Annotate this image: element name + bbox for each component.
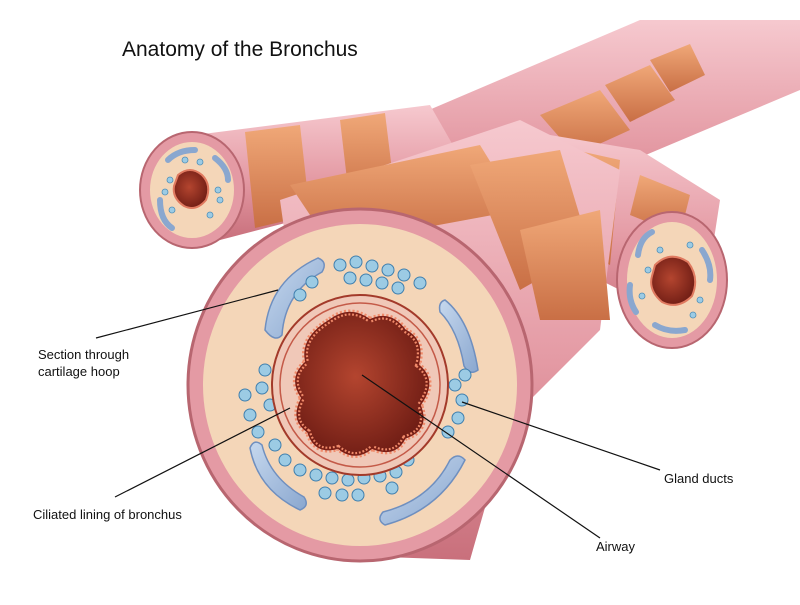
label-cartilage-line2: cartilage hoop (38, 364, 120, 379)
label-cartilage: Section through cartilage hoop (38, 346, 129, 380)
leader-lines (95, 289, 661, 539)
right-branch-cross-section (616, 211, 728, 349)
label-cartilage-line1: Section through (38, 347, 130, 362)
airway-lumen (293, 309, 432, 458)
left-branch-cross-section (139, 131, 245, 249)
label-ciliated: Ciliated lining of bronchus (33, 507, 182, 522)
label-airway: Airway (596, 539, 636, 554)
label-gland-ducts: Gland ducts (664, 471, 734, 486)
main-cross-section (186, 207, 534, 563)
page-title: Anatomy of the Bronchus (122, 38, 358, 61)
gland-clusters (238, 255, 472, 502)
